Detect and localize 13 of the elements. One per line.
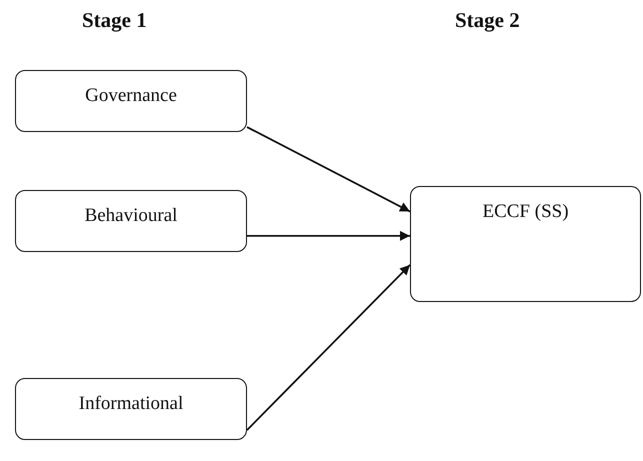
factor-box bbox=[15, 70, 247, 132]
box-label: Informational bbox=[78, 393, 184, 416]
arrow bbox=[246, 126, 410, 212]
factor-box bbox=[15, 190, 247, 252]
box-label: Behavioural bbox=[84, 205, 178, 228]
arrow bbox=[246, 264, 411, 431]
box-label: Governance bbox=[85, 85, 177, 108]
box-label: ECCF (SS) bbox=[482, 201, 569, 224]
arrow bbox=[247, 230, 410, 241]
stage-heading: Stage 2 bbox=[455, 8, 520, 33]
factor-box bbox=[15, 378, 247, 440]
outcome-box bbox=[410, 186, 641, 302]
stage-heading: Stage 1 bbox=[82, 8, 147, 33]
